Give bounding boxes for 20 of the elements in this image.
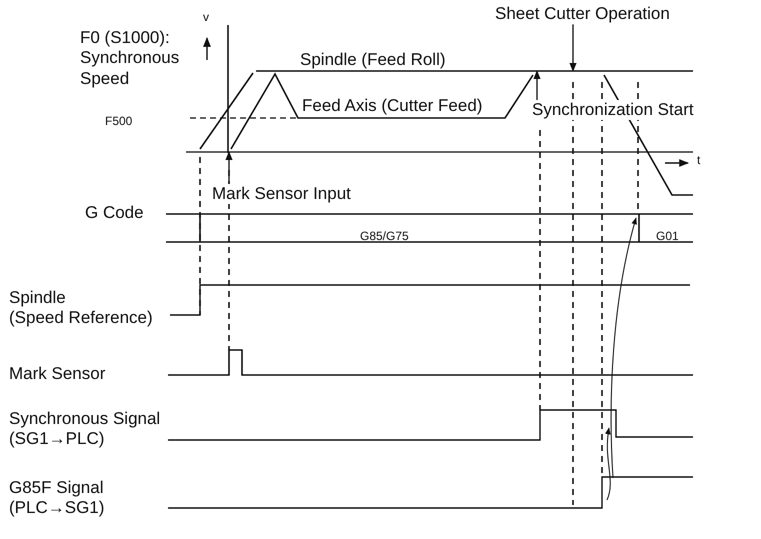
signal-label: G85F Signal (PLC→SG1) bbox=[9, 478, 104, 519]
speed-value: F500 bbox=[105, 114, 132, 128]
leader-arrow bbox=[569, 24, 577, 72]
code-value: G01 bbox=[656, 229, 679, 244]
signal-label: Mark Sensor bbox=[9, 364, 106, 384]
leader-arrow bbox=[533, 70, 541, 100]
annotation-text: Mark Sensor Input bbox=[210, 184, 353, 204]
axis-label: F0 (S1000): Synchronous Speed bbox=[80, 28, 180, 90]
axis-label: t bbox=[697, 153, 700, 168]
curve-label: Feed Axis (Cutter Feed) bbox=[302, 96, 482, 116]
leader-arrow bbox=[225, 151, 233, 184]
curve-label: Spindle (Feed Roll) bbox=[300, 50, 446, 70]
time-axis-line bbox=[186, 151, 693, 153]
signal-label: Spindle (Speed Reference) bbox=[9, 288, 153, 329]
code-value: G85/G75 bbox=[360, 229, 409, 244]
axis-label: v bbox=[203, 10, 209, 24]
signal-label: Synchronous Signal (SG1→PLC) bbox=[9, 409, 160, 450]
annotation-text: Sheet Cutter Operation bbox=[493, 4, 672, 24]
signal-label: G Code bbox=[85, 203, 144, 224]
annotation-text: Synchronization Start bbox=[530, 100, 696, 120]
